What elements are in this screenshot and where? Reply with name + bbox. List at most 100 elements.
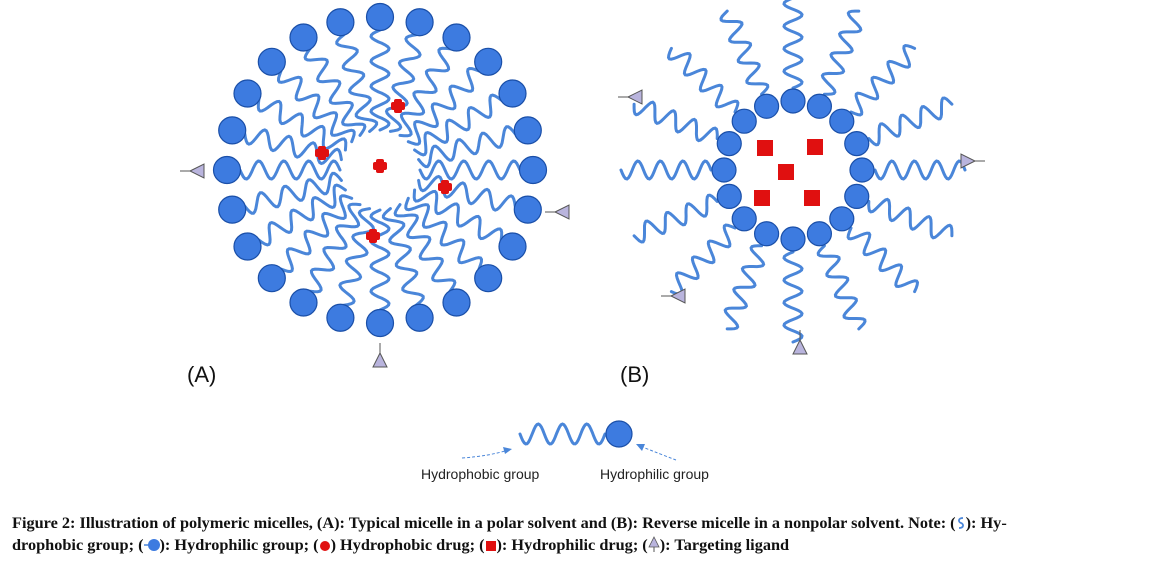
targeting-ligand xyxy=(553,204,570,220)
hydrophobic-chain xyxy=(238,159,342,181)
caption-text-4: ): Hydrophilic group; ( xyxy=(159,535,319,554)
hydrophilic-drug xyxy=(778,164,794,180)
wavy-chain-icon xyxy=(957,517,964,529)
hydrophilic-head xyxy=(829,206,855,232)
hydrophilic-drug xyxy=(804,190,820,206)
hydrophilic-head xyxy=(474,47,503,76)
hydrophilic-head xyxy=(849,157,875,183)
hydrophobic-chain xyxy=(243,171,343,215)
hydrophobic-chain xyxy=(381,207,425,307)
hydrophobic-drug xyxy=(369,229,377,243)
hydrophobic-chain xyxy=(782,250,804,344)
hydrophobic-chain xyxy=(666,46,740,114)
hydrophilic-head xyxy=(212,155,242,185)
hydrophilic-head xyxy=(780,88,806,114)
hydrophobic-drug xyxy=(441,180,449,194)
hydrophobic-chain xyxy=(820,9,863,96)
hydrophilic-head xyxy=(513,195,542,224)
hydrophobic-chain xyxy=(369,28,391,132)
hydrophilic-head xyxy=(365,2,395,32)
hydrophilic-head xyxy=(233,79,262,108)
panel-a-label: (A) xyxy=(187,362,217,387)
hydrophobic-chain xyxy=(723,244,766,331)
hydrophobic-chain xyxy=(393,203,457,293)
hydrophilic-head xyxy=(806,221,833,247)
legend-wavy-chain xyxy=(518,422,607,446)
legend-arrow-hydrophobic xyxy=(461,449,509,459)
hydrophobic-chain xyxy=(418,159,522,181)
hydrophobic-chain xyxy=(256,98,348,152)
legend-graphic xyxy=(461,420,677,461)
panel-b-label: (B) xyxy=(620,362,650,387)
caption-text-1: Illustration of polymeric micelles, (A):… xyxy=(79,513,956,532)
caption-text-3: drophobic group; ( xyxy=(12,535,144,554)
hydrophobic-chain xyxy=(816,244,867,331)
hydrophobic-chain xyxy=(719,9,770,96)
hydrophilic-head xyxy=(405,303,434,332)
legend-arrowhead xyxy=(636,444,645,451)
targeting-ligand xyxy=(372,351,388,368)
hydrophobic-chain xyxy=(632,100,719,143)
legend-arrowhead xyxy=(503,447,512,454)
hydrophilic-head xyxy=(844,130,870,157)
hydrophilic-head xyxy=(233,232,262,261)
hydrophobic-chain xyxy=(782,0,804,90)
hydrophilic-head xyxy=(716,183,742,210)
micelle-b-reverse xyxy=(618,0,985,355)
hydrophobic-chain xyxy=(338,207,376,307)
legend-hydrophilic-label: Hydrophilic group xyxy=(600,466,709,482)
hydrophilic-head xyxy=(405,8,434,37)
hydrophobic-chain xyxy=(417,174,517,212)
targeting-ligand xyxy=(188,163,205,179)
hydrophilic-head xyxy=(289,23,318,52)
legend-hydrophobic-label: Hydrophobic group xyxy=(421,466,540,482)
hydrophilic-head xyxy=(731,206,757,232)
hydrophilic-drug xyxy=(754,190,770,206)
micelle-figure xyxy=(180,0,985,461)
hydrophilic-head xyxy=(780,226,806,252)
hydrophilic-head xyxy=(753,221,780,247)
hydrophilic-head xyxy=(731,108,757,134)
hydrophobic-chain xyxy=(632,193,719,244)
caption-text-5: ) Hydrophobic drug; ( xyxy=(330,535,485,554)
hydrophilic-drug xyxy=(807,139,823,155)
hydrophilic-head xyxy=(218,116,247,145)
legend-hydrophilic-head xyxy=(605,420,633,448)
targeting-ligand xyxy=(792,338,808,355)
hydrophobic-chain xyxy=(279,194,354,274)
hydrophobic-chain xyxy=(398,46,452,138)
hydrophobic-chain xyxy=(873,159,967,181)
targeting-ligand xyxy=(626,89,643,105)
hydrophilic-head xyxy=(498,79,527,108)
hydrophobic-chain xyxy=(669,223,737,297)
hydrophilic-head xyxy=(257,47,286,76)
hydrophilic-head xyxy=(829,108,855,134)
hydrophilic-head xyxy=(289,288,318,317)
caption-text-7: ): Targeting ligand xyxy=(659,535,790,554)
hydrophobic-chain xyxy=(276,69,356,144)
hydrophilic-head xyxy=(442,288,471,317)
hydrophobic-chain xyxy=(846,226,920,294)
hydrophobic-chain xyxy=(619,159,713,181)
hydrophilic-head xyxy=(474,264,503,293)
hydrophilic-drug-icon xyxy=(485,541,496,551)
hydrophobic-chain xyxy=(849,43,917,117)
micelle-a-typical xyxy=(180,2,570,368)
hydrophobic-chain xyxy=(384,33,422,133)
hydrophilic-head xyxy=(513,116,542,145)
hydrophilic-head xyxy=(365,308,395,338)
hydrophobic-chain xyxy=(413,93,503,157)
hydrophilic-head xyxy=(218,195,247,224)
targeting-ligand-icon xyxy=(648,536,660,552)
hydrophilic-head xyxy=(442,23,471,52)
hydrophilic-head xyxy=(711,157,737,183)
hydrophilic-circle-icon xyxy=(143,539,160,551)
legend-arrow-hydrophilic xyxy=(639,445,677,461)
targeting-ligand xyxy=(960,153,977,169)
hydrophilic-head xyxy=(518,155,548,185)
targeting-ligand xyxy=(669,288,686,304)
hydrophobic-chain xyxy=(867,197,954,240)
hydrophobic-chain xyxy=(406,66,481,146)
hydrophobic-chain xyxy=(257,183,347,247)
hydrophilic-head xyxy=(806,93,833,119)
